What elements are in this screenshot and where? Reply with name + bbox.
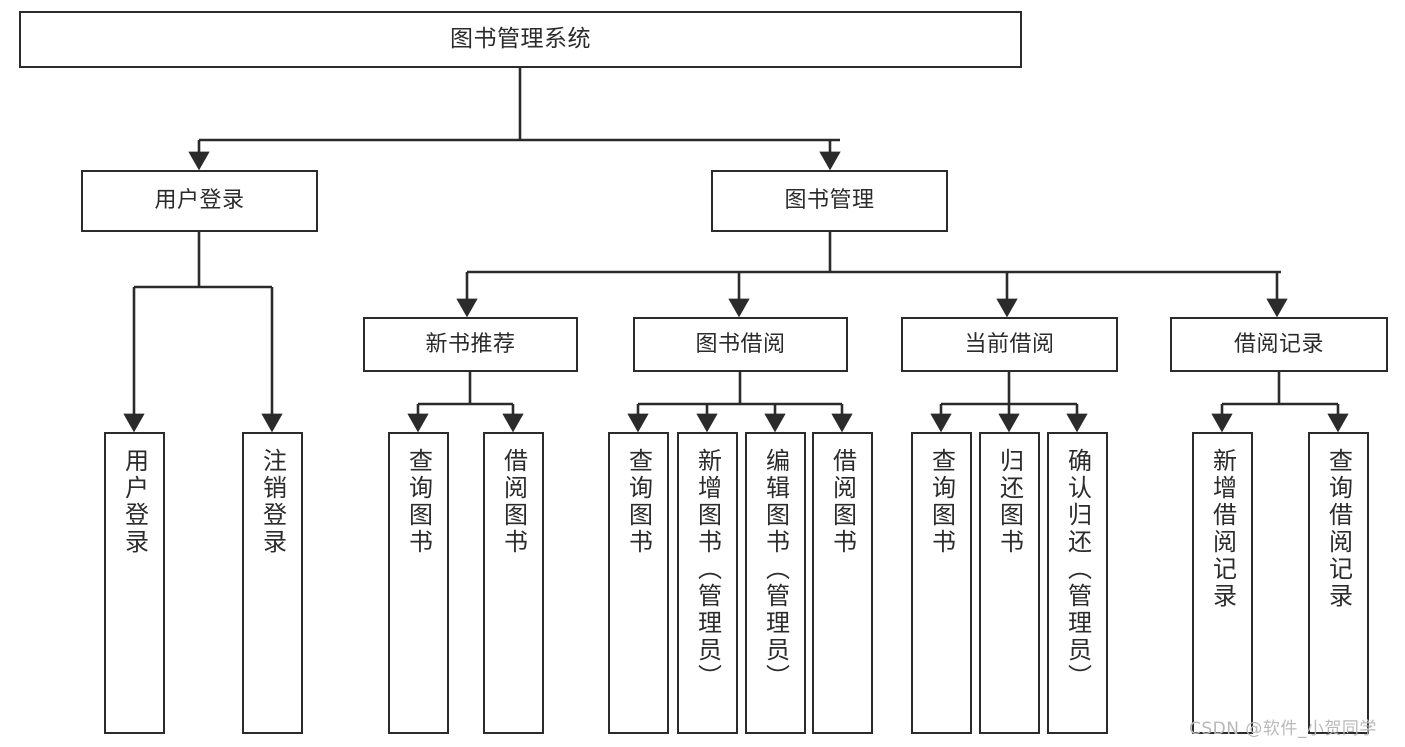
- node-book-borrow-label: 图书借阅: [695, 331, 786, 357]
- node-leaf-query-book-2[interactable]: 查询图书: [608, 432, 669, 734]
- node-leaf-user-login[interactable]: 用户登录: [104, 432, 165, 734]
- node-current-borrow[interactable]: 当前借阅: [901, 317, 1118, 372]
- node-book-borrow[interactable]: 图书借阅: [633, 317, 848, 372]
- node-leaf-query-book-2-label: 查询图书: [624, 448, 653, 556]
- node-user-login-label: 用户登录: [154, 188, 245, 214]
- node-leaf-borrow-book-1[interactable]: 借阅图书: [483, 432, 544, 734]
- node-leaf-edit-book-label: 编辑图书（管理员）: [761, 448, 790, 691]
- node-book-management[interactable]: 图书管理: [711, 170, 948, 232]
- node-leaf-borrow-book-2-label: 借阅图书: [828, 448, 857, 556]
- node-leaf-query-book-1-label: 查询图书: [404, 448, 433, 556]
- node-leaf-edit-book[interactable]: 编辑图书（管理员）: [745, 432, 806, 734]
- node-leaf-confirm-return[interactable]: 确认归还（管理员）: [1047, 432, 1108, 734]
- node-leaf-borrow-book-2[interactable]: 借阅图书: [812, 432, 873, 734]
- node-root[interactable]: 图书管理系统: [19, 11, 1022, 68]
- node-leaf-add-borrow-record-label: 新增借阅记录: [1208, 448, 1237, 610]
- csdn-watermark: CSDN @软件_小贺同学: [1189, 719, 1377, 739]
- node-leaf-confirm-return-label: 确认归还（管理员）: [1063, 448, 1092, 691]
- node-new-book-recommend[interactable]: 新书推荐: [363, 317, 578, 372]
- node-leaf-add-borrow-record[interactable]: 新增借阅记录: [1192, 432, 1253, 734]
- node-leaf-return-book[interactable]: 归还图书: [979, 432, 1040, 734]
- node-leaf-query-borrow-record-label: 查询借阅记录: [1324, 448, 1353, 610]
- node-leaf-user-logout[interactable]: 注销登录: [242, 432, 303, 734]
- node-root-label: 图书管理系统: [450, 25, 591, 52]
- node-leaf-add-book[interactable]: 新增图书（管理员）: [677, 432, 738, 734]
- node-leaf-query-borrow-record[interactable]: 查询借阅记录: [1308, 432, 1369, 734]
- node-leaf-user-logout-label: 注销登录: [258, 448, 287, 556]
- node-borrow-record[interactable]: 借阅记录: [1170, 317, 1388, 372]
- node-leaf-return-book-label: 归还图书: [995, 448, 1024, 556]
- node-leaf-query-book-3[interactable]: 查询图书: [911, 432, 972, 734]
- node-new-book-recommend-label: 新书推荐: [425, 331, 516, 357]
- node-user-login[interactable]: 用户登录: [81, 170, 318, 232]
- node-leaf-add-book-label: 新增图书（管理员）: [693, 448, 722, 691]
- node-leaf-query-book-1[interactable]: 查询图书: [388, 432, 449, 734]
- node-leaf-query-book-3-label: 查询图书: [927, 448, 956, 556]
- node-leaf-borrow-book-1-label: 借阅图书: [499, 448, 528, 556]
- node-current-borrow-label: 当前借阅: [964, 331, 1055, 357]
- node-book-management-label: 图书管理: [784, 188, 875, 214]
- node-borrow-record-label: 借阅记录: [1233, 331, 1324, 357]
- node-leaf-user-login-label: 用户登录: [120, 448, 149, 556]
